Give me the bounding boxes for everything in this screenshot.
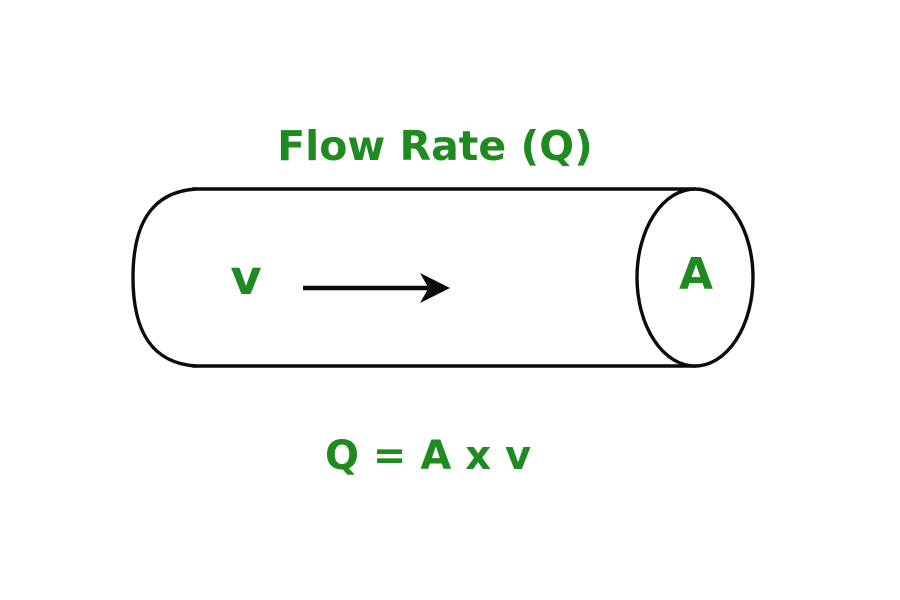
diagram-title: Flow Rate (Q) bbox=[277, 122, 593, 170]
formula-text: Q = A x v bbox=[324, 433, 532, 479]
area-label: A bbox=[678, 249, 714, 300]
pipe-left-cap bbox=[131, 187, 198, 368]
arrow-head bbox=[420, 273, 450, 303]
pipe-face-ellipse bbox=[635, 187, 755, 368]
right-arrow-icon bbox=[303, 273, 450, 303]
velocity-label: v bbox=[230, 250, 262, 306]
